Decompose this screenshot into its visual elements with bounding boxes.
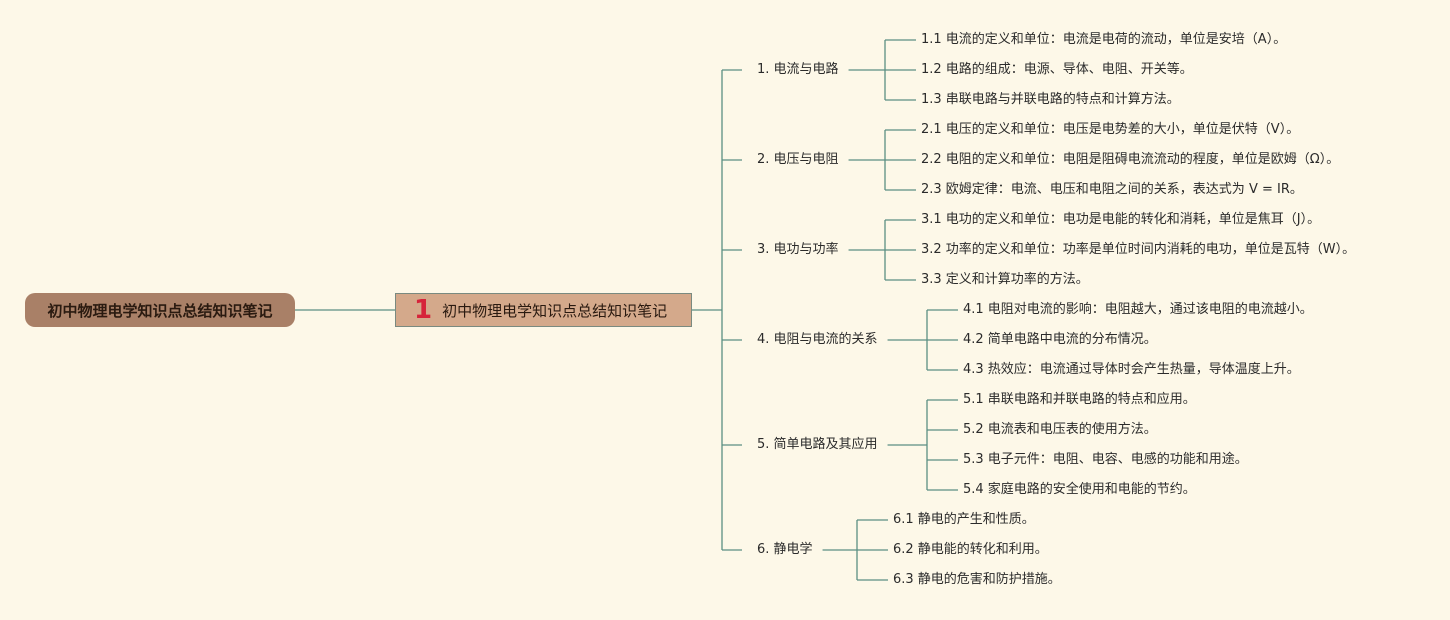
- leaf-node-4-3[interactable]: 4.3 热效应：电流通过导体时会产生热量，导体温度上升。: [963, 362, 1300, 377]
- leaf-node-4-2[interactable]: 4.2 简单电路中电流的分布情况。: [963, 332, 1157, 347]
- leaf-node-1-3[interactable]: 1.3 串联电路与并联电路的特点和计算方法。: [921, 92, 1180, 107]
- leaf-node-6-1[interactable]: 6.1 静电的产生和性质。: [893, 512, 1035, 527]
- topic-node-2[interactable]: 2. 电压与电阻: [757, 152, 839, 167]
- central-topic-node[interactable]: 1 初中物理电学知识点总结知识笔记: [395, 293, 692, 327]
- leaf-node-2-3[interactable]: 2.3 欧姆定律：电流、电压和电阻之间的关系，表达式为 V = IR。: [921, 182, 1303, 197]
- central-topic-label: 初中物理电学知识点总结知识笔记: [442, 301, 668, 320]
- leaf-node-6-3[interactable]: 6.3 静电的危害和防护措施。: [893, 572, 1061, 587]
- number-badge-icon: 1: [414, 295, 433, 325]
- leaf-node-2-2[interactable]: 2.2 电阻的定义和单位：电阻是阻碍电流流动的程度，单位是欧姆（Ω）。: [921, 152, 1340, 167]
- leaf-node-5-2[interactable]: 5.2 电流表和电压表的使用方法。: [963, 422, 1157, 437]
- topic-node-4[interactable]: 4. 电阻与电流的关系: [757, 332, 878, 347]
- leaf-node-3-3[interactable]: 3.3 定义和计算功率的方法。: [921, 272, 1089, 287]
- leaf-node-5-1[interactable]: 5.1 串联电路和并联电路的特点和应用。: [963, 392, 1196, 407]
- root-node[interactable]: 初中物理电学知识点总结知识笔记: [25, 293, 295, 327]
- leaf-node-5-3[interactable]: 5.3 电子元件：电阻、电容、电感的功能和用途。: [963, 452, 1248, 467]
- leaf-node-4-1[interactable]: 4.1 电阻对电流的影响：电阻越大，通过该电阻的电流越小。: [963, 302, 1313, 317]
- leaf-node-3-1[interactable]: 3.1 电功的定义和单位：电功是电能的转化和消耗，单位是焦耳（J）。: [921, 212, 1321, 227]
- topic-node-1[interactable]: 1. 电流与电路: [757, 62, 839, 77]
- topic-node-6[interactable]: 6. 静电学: [757, 542, 813, 557]
- topic-node-5[interactable]: 5. 简单电路及其应用: [757, 437, 878, 452]
- leaf-node-6-2[interactable]: 6.2 静电能的转化和利用。: [893, 542, 1048, 557]
- leaf-node-2-1[interactable]: 2.1 电压的定义和单位：电压是电势差的大小，单位是伏特（V）。: [921, 122, 1300, 137]
- leaf-node-3-2[interactable]: 3.2 功率的定义和单位：功率是单位时间内消耗的电功，单位是瓦特（W）。: [921, 242, 1356, 257]
- topic-node-3[interactable]: 3. 电功与功率: [757, 242, 839, 257]
- leaf-node-5-4[interactable]: 5.4 家庭电路的安全使用和电能的节约。: [963, 482, 1196, 497]
- leaf-node-1-1[interactable]: 1.1 电流的定义和单位：电流是电荷的流动，单位是安培（A）。: [921, 32, 1287, 47]
- root-label: 初中物理电学知识点总结知识笔记: [47, 301, 273, 320]
- leaf-node-1-2[interactable]: 1.2 电路的组成：电源、导体、电阻、开关等。: [921, 62, 1193, 77]
